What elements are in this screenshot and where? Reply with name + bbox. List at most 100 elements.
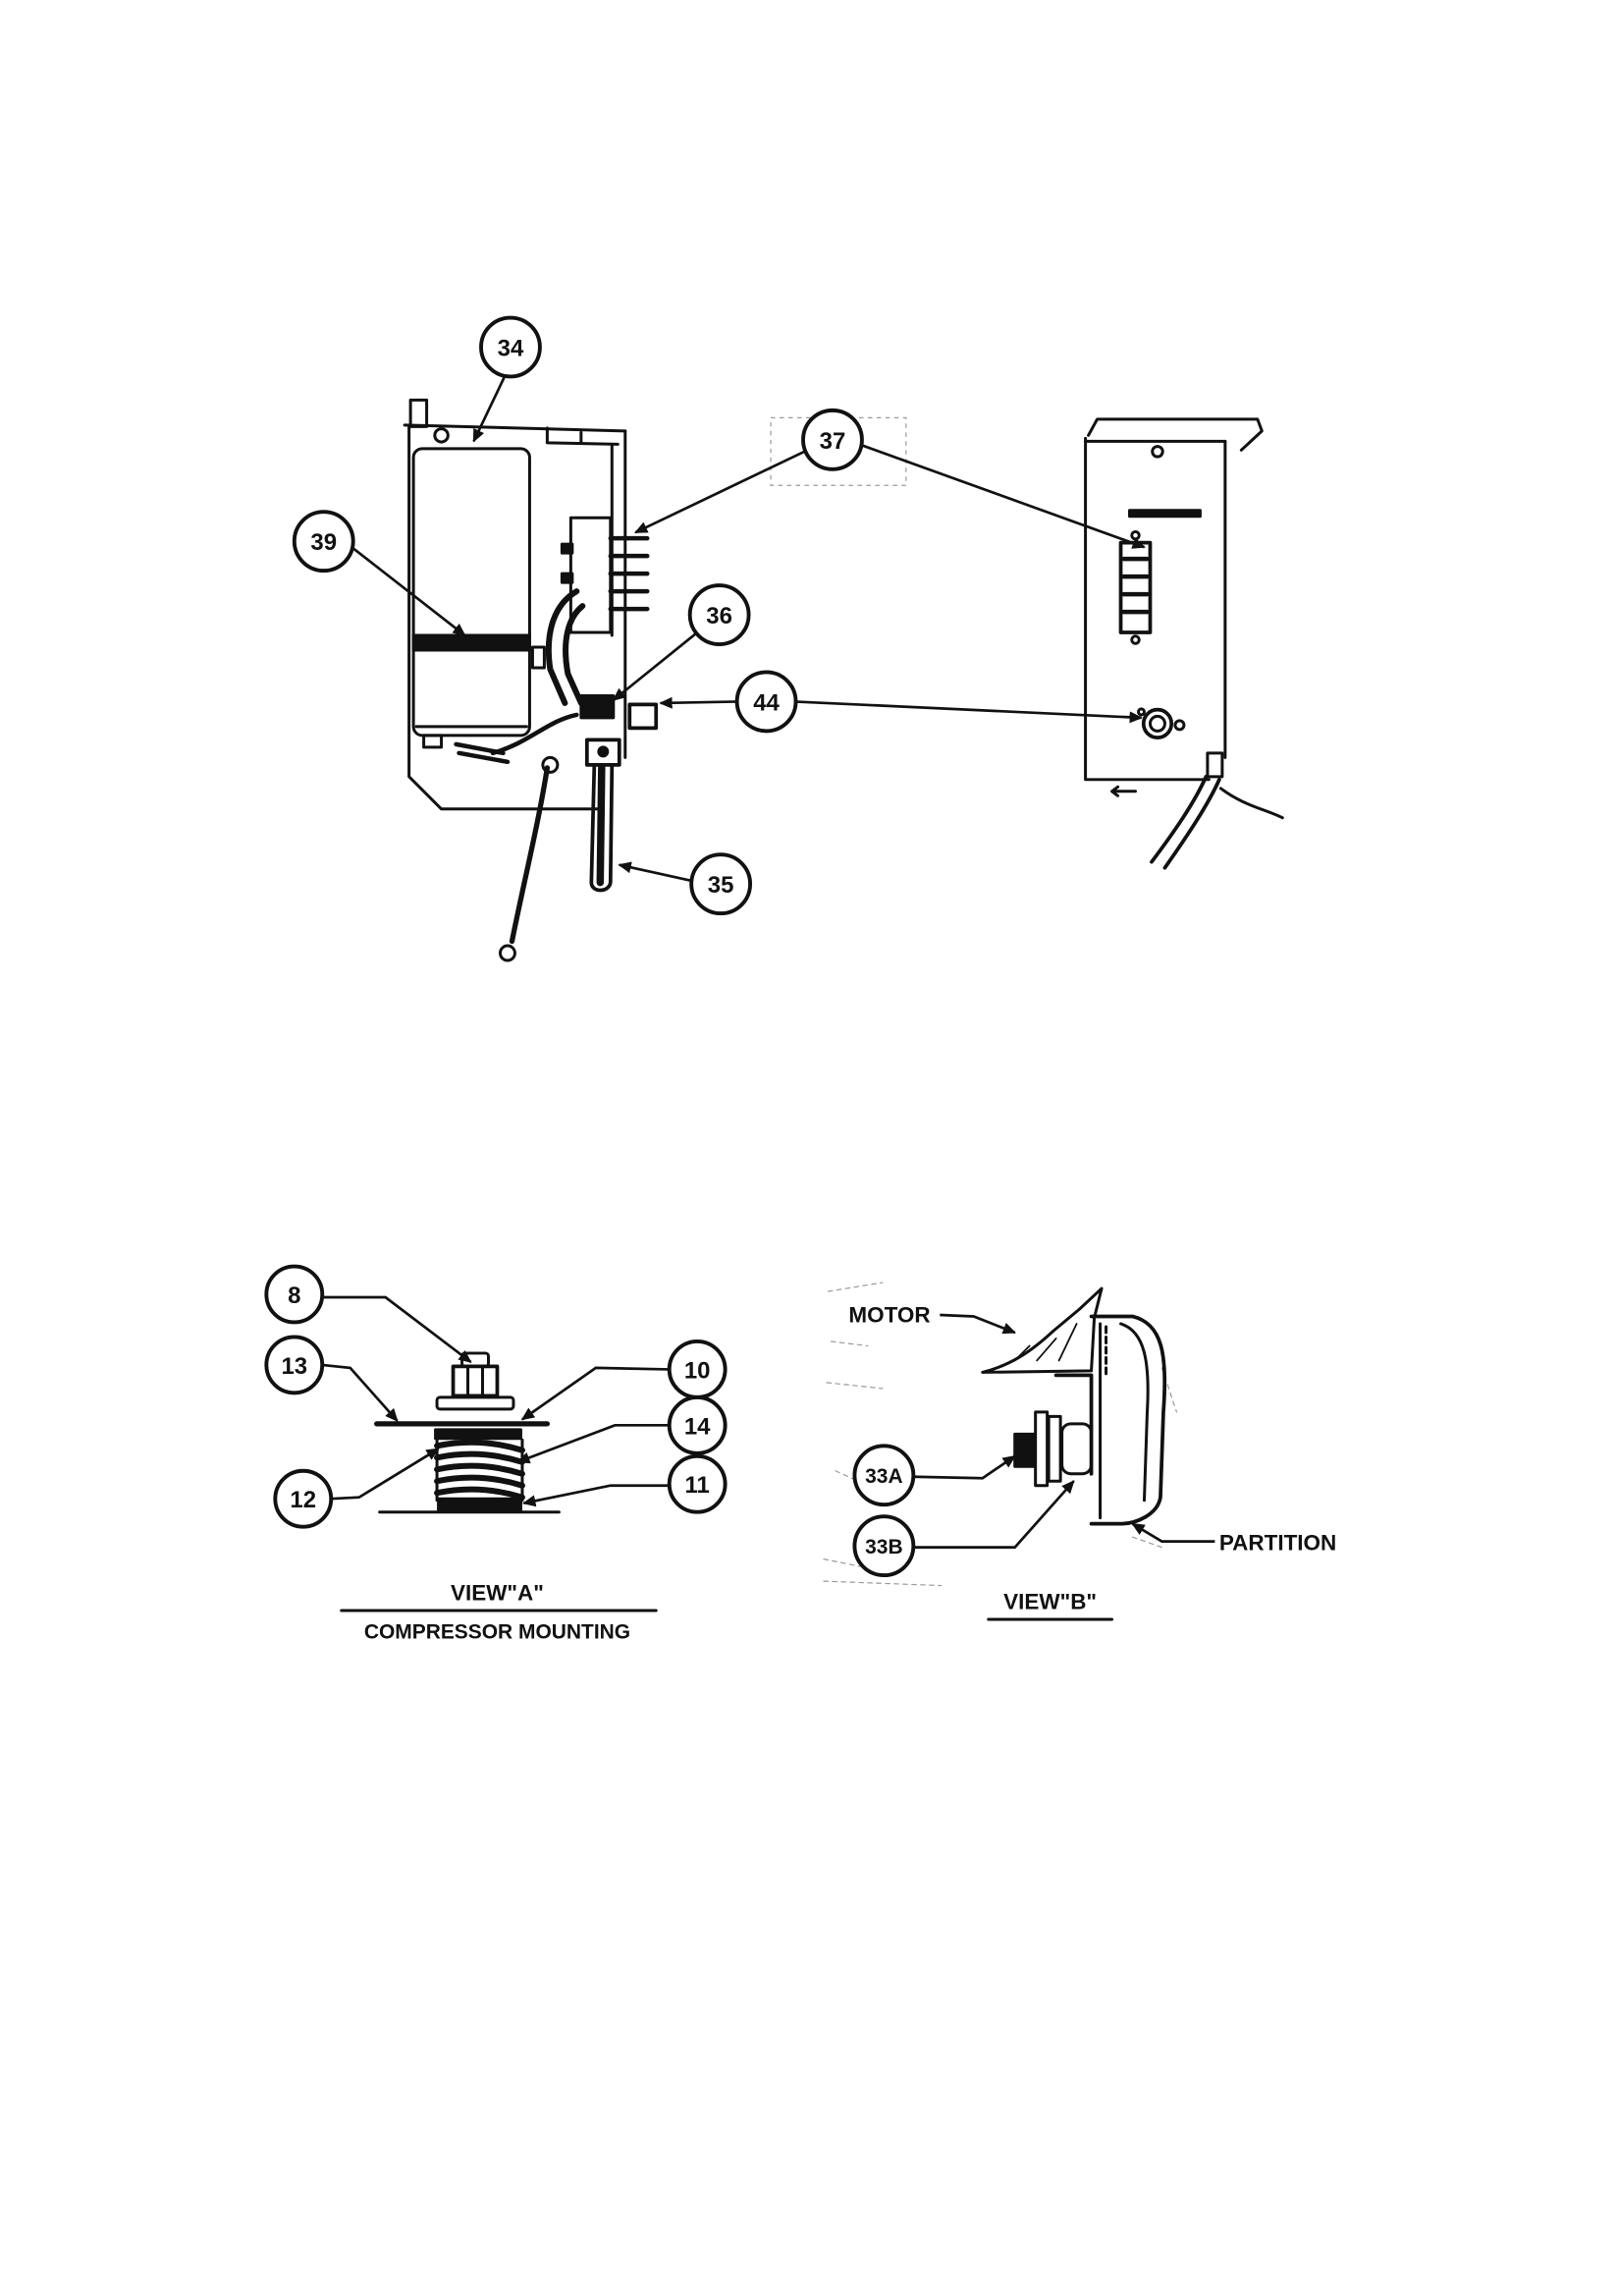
- view-a-caption: COMPRESSOR MOUNTING: [364, 1621, 630, 1644]
- callout-circle: [852, 1444, 916, 1507]
- wire-connector: [579, 693, 616, 720]
- leader-36: [612, 630, 699, 701]
- leader-33b: [913, 1480, 1075, 1549]
- terminal-tab-2: [560, 572, 574, 584]
- callout-circle: [264, 1335, 325, 1395]
- callout-label: 44: [753, 689, 780, 716]
- callout-33b: 33B: [852, 1514, 916, 1578]
- front-panel-cord-grip: [1206, 751, 1224, 779]
- callout-circle: [292, 510, 355, 574]
- callout-circle: [264, 1264, 325, 1325]
- callout-10: 10: [667, 1339, 728, 1399]
- leader-partition: [1131, 1522, 1215, 1543]
- thermostat-switch: [627, 702, 659, 731]
- capacitor-clip: [530, 645, 546, 670]
- harness-wire-a: [545, 588, 580, 706]
- mount-spring-coils: [434, 1439, 525, 1501]
- front-panel-screw: [1151, 445, 1164, 459]
- leader-39: [351, 546, 466, 637]
- front-panel-bottom-mark: [1110, 785, 1137, 797]
- callout-label: 14: [684, 1413, 711, 1440]
- control-box-screw: [433, 427, 450, 444]
- mount-bolt-grommet: [1060, 1422, 1094, 1476]
- leader-12: [331, 1448, 440, 1501]
- harness-wire-c: [490, 712, 579, 756]
- callout-39: 39: [292, 510, 355, 574]
- leader-14: [516, 1423, 670, 1464]
- mount-bolt-washer-outer: [1034, 1410, 1050, 1488]
- compressor-mount-drawing: [374, 1351, 561, 1514]
- front-panel-cord-left: [1150, 774, 1209, 864]
- callout-label: 37: [820, 428, 846, 455]
- callout-label: 33A: [865, 1465, 902, 1488]
- mount-grommet-base: [437, 1497, 522, 1512]
- front-panel-drawing: [1084, 417, 1284, 870]
- callout-label: 13: [281, 1353, 307, 1380]
- callout-14: 14: [667, 1394, 728, 1455]
- ground-ring-terminal: [498, 944, 516, 962]
- capacitor-body: [411, 447, 531, 738]
- callout-label: 10: [684, 1357, 711, 1384]
- leader-lines: [322, 375, 1215, 1549]
- rocker-top-screw: [1130, 529, 1141, 541]
- terminal-tab-1: [560, 542, 574, 555]
- callout-circle: [687, 583, 751, 646]
- callout-label: 33B: [865, 1536, 902, 1558]
- thermostat-knob-outer: [1141, 707, 1174, 739]
- terminal-pins: [608, 535, 650, 612]
- mount-bolt-nut: [1013, 1432, 1036, 1468]
- callout-36: 36: [687, 583, 751, 646]
- power-cord-outer-left: [589, 762, 615, 893]
- motor-hatch: [1013, 1323, 1078, 1362]
- callout-label: 8: [288, 1283, 300, 1309]
- mount-washer: [435, 1395, 515, 1411]
- motor-mount-drawing: [823, 1282, 1178, 1587]
- callout-label: 35: [708, 872, 734, 899]
- control-box-inner-flange: [545, 426, 620, 446]
- callout-label: 12: [290, 1487, 316, 1513]
- motor-label: MOTOR: [848, 1302, 930, 1327]
- callout-label: 39: [310, 529, 337, 556]
- strain-relief-hole: [597, 745, 610, 758]
- harness-wire-b: [563, 603, 586, 706]
- rocker-switch-bands: [1121, 556, 1150, 615]
- callout-circle: [689, 852, 753, 916]
- callout-label: 36: [706, 603, 732, 629]
- leader-13: [322, 1363, 399, 1422]
- control-box-top-edge: [403, 423, 627, 433]
- motor-housing: [981, 1286, 1104, 1374]
- callout-circle: [852, 1514, 916, 1578]
- callout-circle: [734, 670, 798, 734]
- rocker-bottom-screw: [1130, 634, 1141, 645]
- callout-12: 12: [273, 1468, 334, 1529]
- front-panel-flange: [1087, 417, 1264, 452]
- thermostat-knob-inner: [1148, 714, 1166, 733]
- callout-circle: [479, 315, 542, 379]
- callout-circle: [667, 1453, 728, 1514]
- front-panel-slot: [1128, 509, 1202, 519]
- rocker-switch-stack: [1118, 540, 1153, 634]
- mount-bolt-washer-inner: [1047, 1414, 1062, 1483]
- mount-nut-hex: [451, 1364, 500, 1398]
- callout-37: 37: [801, 408, 864, 471]
- leader-44-knob: [793, 700, 1143, 724]
- leader-44-switch: [659, 696, 739, 709]
- view-b-title: VIEW"B": [1003, 1590, 1097, 1614]
- ground-wire: [509, 765, 551, 945]
- mount-upper-sleeve: [434, 1428, 522, 1441]
- callout-label: 11: [685, 1472, 710, 1499]
- leader-37-panel: [858, 443, 1146, 549]
- leader-8: [322, 1295, 472, 1363]
- leader-10: [520, 1366, 670, 1421]
- capacitor-terminal-left: [422, 734, 444, 749]
- callout-33a: 33A: [852, 1444, 916, 1507]
- knob-mount-screw-right: [1173, 719, 1186, 732]
- leader-37-block: [633, 449, 809, 534]
- scan-artifact-box: [770, 416, 907, 486]
- power-cord-fill: [596, 764, 606, 887]
- partition-label: PARTITION: [1219, 1531, 1336, 1556]
- callout-13: 13: [264, 1335, 325, 1395]
- leader-34: [472, 375, 507, 443]
- knob-mount-screw-left: [1137, 707, 1146, 717]
